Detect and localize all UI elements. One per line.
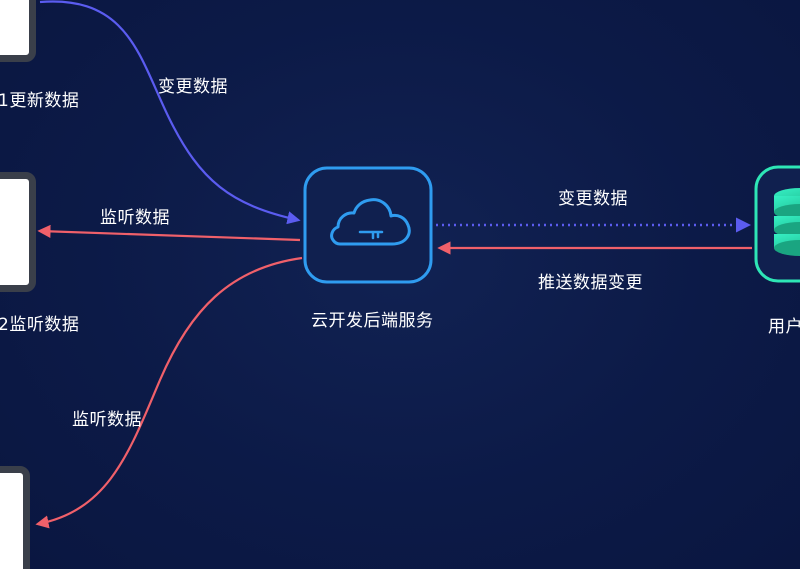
device3-phone-icon[interactable]	[0, 466, 30, 569]
database-node[interactable]	[754, 165, 800, 283]
edge-cloud-to-device2	[37, 224, 301, 242]
device1-phone-icon[interactable]	[0, 0, 36, 62]
cloud-service-label: 云开发后端服务	[311, 311, 434, 331]
edge-device1-to-cloud	[39, 0, 301, 225]
edge-label-cloud-to-device2: 监听数据	[100, 208, 170, 228]
database-icon	[774, 188, 800, 256]
edge-cloud-to-device3	[35, 256, 303, 529]
device2-label: 2监听数据	[0, 315, 80, 335]
device2-phone-icon[interactable]	[0, 172, 36, 292]
cloud-service-node[interactable]	[303, 166, 433, 284]
edge-label-db-to-cloud: 推送数据变更	[538, 273, 643, 293]
cloud-icon	[330, 198, 411, 246]
edge-label-cloud-to-db: 变更数据	[558, 189, 628, 209]
device1-label: 1更新数据	[0, 91, 80, 111]
edge-label-cloud-to-device3: 监听数据	[72, 410, 142, 430]
database-label: 用户	[768, 317, 800, 337]
edge-label-device1-to-cloud: 变更数据	[158, 77, 228, 97]
